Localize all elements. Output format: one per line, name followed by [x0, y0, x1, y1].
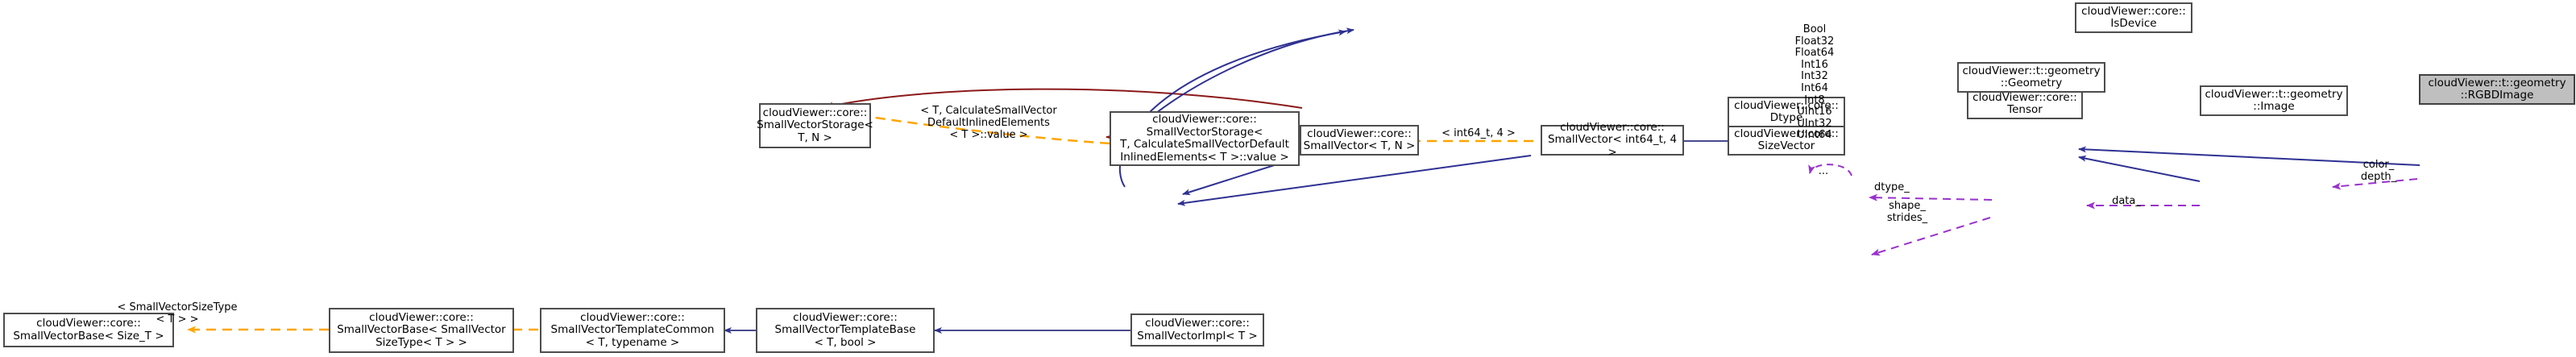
dtype-enum-item: Float32 [1794, 35, 1835, 48]
node-small-vector-int64-4[interactable]: cloudViewer::core:: SmallVector< int64_t… [1541, 121, 1684, 159]
node-rgbd-image[interactable]: cloudViewer::t::geometry ::RGBDImage [2419, 74, 2575, 105]
node-small-vector-tn[interactable]: cloudViewer::core:: SmallVector< T, N > [1300, 125, 1419, 156]
node-small-vector-storage-calc[interactable]: cloudViewer::core:: SmallVectorStorage< … [1110, 111, 1300, 166]
edge-label-enum-ellipsis: ... [1818, 165, 1829, 177]
node-small-vector-base-size-t[interactable]: cloudViewer::core:: SmallVectorBase< Siz… [3, 313, 174, 347]
dtype-enum-item: Int32 [1801, 70, 1828, 83]
edge-geometry-to-isdevice [1143, 27, 1354, 123]
dtype-enum-item: Int8 [1804, 93, 1825, 106]
node-small-vector-impl[interactable]: cloudViewer::core:: SmallVectorImpl< T > [1130, 313, 1264, 347]
node-is-device[interactable]: cloudViewer::core:: IsDevice [2075, 2, 2192, 33]
edge-label-calculate-small-vector: < T, CalculateSmallVector DefaultInlined… [920, 105, 1057, 141]
edge-label-int64-4: < int64_t, 4 > [1441, 127, 1516, 139]
edge-label-data-field: data_ [2112, 195, 2141, 207]
node-image[interactable]: cloudViewer::t::geometry ::Image [2200, 85, 2348, 116]
edge-label-shape-strides-fields: shape_ strides_ [1886, 200, 1928, 224]
node-small-vector-storage-tn[interactable]: cloudViewer::core:: SmallVectorStorage< … [757, 103, 873, 148]
dtype-enum-item: Int16 [1801, 58, 1828, 71]
dtype-enum-item: UInt16 [1797, 106, 1832, 118]
node-small-vector-template-base[interactable]: cloudViewer::core:: SmallVectorTemplateB… [756, 308, 935, 353]
node-small-vector-template-common[interactable]: cloudViewer::core:: SmallVectorTemplateC… [540, 308, 725, 353]
edge-label-color-depth-fields: color_ depth_ [2360, 159, 2397, 183]
edge-label-dtype-field: dtype_ [1874, 181, 1910, 193]
edge-label-smallvectorsizetype: < SmallVectorSizeType < T > > [117, 301, 238, 326]
node-small-vector-base-svst[interactable]: cloudViewer::core:: SmallVectorBase< Sma… [329, 308, 514, 353]
dtype-enum-item: Bool [1802, 23, 1827, 35]
dtype-enum-item: UInt32 [1797, 117, 1832, 130]
dtype-enum-item: Int64 [1801, 81, 1828, 94]
dtype-enum-item: UInt64 [1797, 129, 1832, 142]
edge-image-to-geometry [2078, 155, 2201, 182]
node-dtype[interactable]: cloudViewer::core:: Dtype [1728, 97, 1845, 127]
dtype-enum-item: Float64 [1794, 47, 1835, 60]
node-tensor[interactable]: cloudViewer::core:: Tensor [1967, 89, 2083, 119]
node-size-vector[interactable]: cloudViewer::core:: SizeVector [1728, 125, 1845, 156]
node-geometry[interactable]: cloudViewer::t::geometry ::Geometry [1957, 62, 2105, 93]
